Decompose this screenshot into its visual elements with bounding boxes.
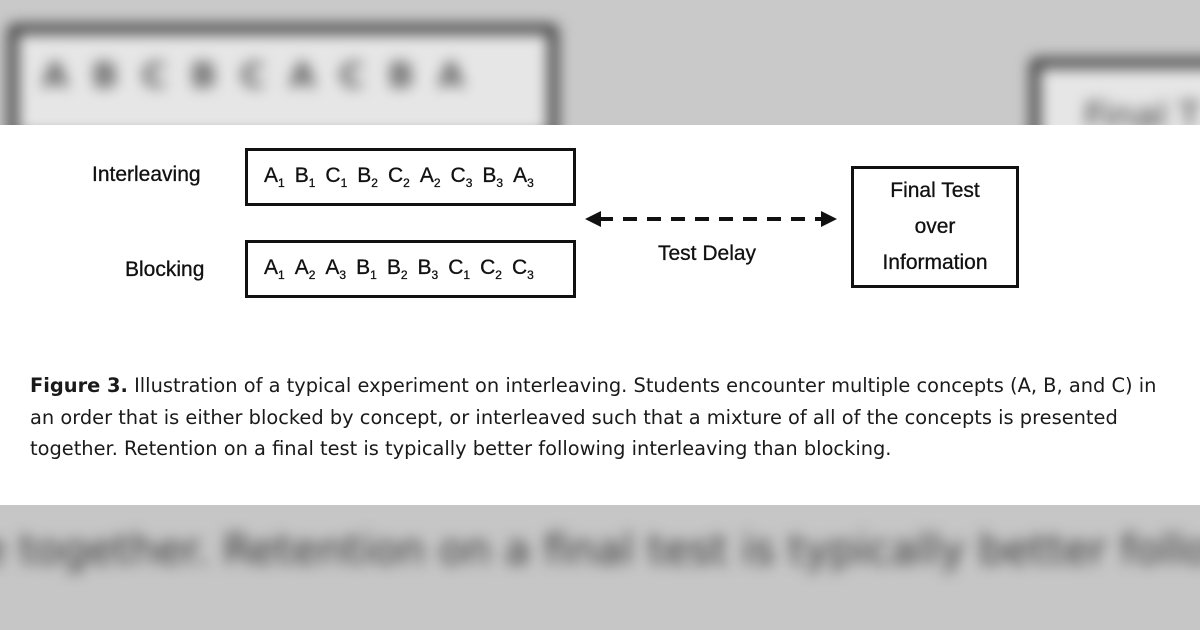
sequence-letter: A <box>419 163 434 187</box>
sequence-letter: B <box>294 163 309 187</box>
sequence-letter: B <box>357 163 372 187</box>
sequence-item: B1 <box>356 256 377 282</box>
sequence-index: 1 <box>278 176 285 191</box>
sequence-index: 2 <box>371 176 378 191</box>
sequence-letter: A <box>264 255 279 279</box>
sequence-index: 3 <box>339 268 347 283</box>
sequence-index: 1 <box>370 268 377 283</box>
blurred-final-box: Final T <box>1030 58 1200 125</box>
sequence-index: 3 <box>431 268 439 283</box>
sequence-letter: A <box>513 163 528 187</box>
sequence-index: 1 <box>278 268 285 283</box>
sequence-item: C3 <box>450 163 473 191</box>
arrow-head-left <box>585 211 601 227</box>
sequence-index: 1 <box>340 176 348 191</box>
sequence-item: C1 <box>448 256 470 282</box>
sequence-letter: B <box>482 163 497 187</box>
figure-caption: Figure 3. Illustration of a typical expe… <box>30 370 1160 465</box>
sequence-index: 3 <box>527 268 534 283</box>
blurred-final-text: Final T <box>1084 96 1200 125</box>
sequence-item: C2 <box>388 164 410 190</box>
sequence-letter: B <box>417 255 432 279</box>
sequence-item: B2 <box>357 164 378 190</box>
sequence-item: A3 <box>325 256 346 282</box>
sequence-index: 1 <box>463 268 471 283</box>
final-test-line-2: over <box>914 215 956 238</box>
sequence-index: 3 <box>496 176 504 191</box>
caption-text: Illustration of a typical experiment on … <box>30 374 1157 460</box>
sequence-index: 2 <box>433 176 441 191</box>
blurred-sequence-box: A B C B C A C B A <box>8 24 558 125</box>
sequence-index: 2 <box>495 268 502 283</box>
sequence-index: 2 <box>403 176 410 191</box>
blocking-label: Blocking <box>125 258 205 281</box>
sequence-item: A1 <box>264 256 285 282</box>
sequence-index: 3 <box>465 176 473 191</box>
sequence-index: 3 <box>527 176 534 191</box>
sequence-item: A1 <box>264 164 285 190</box>
sequence-index: 2 <box>400 268 408 283</box>
interleaving-label: Interleaving <box>92 163 201 186</box>
sequence-letter: A <box>294 255 309 279</box>
sequence-letter: C <box>387 163 404 187</box>
sequence-item: B3 <box>482 164 503 190</box>
sequence-item: B2 <box>387 256 408 282</box>
final-test-line-3: Information <box>882 251 988 274</box>
test-delay-arrow <box>585 211 837 227</box>
sequence-letter: C <box>448 255 464 279</box>
sequence-letter: B <box>356 255 371 279</box>
sequence-letter: C <box>511 255 528 279</box>
sequence-letter: C <box>325 163 341 187</box>
sequence-letter: C <box>450 163 466 187</box>
sequence-item: A2 <box>420 164 441 190</box>
sequence-letter: A <box>264 163 279 187</box>
sequence-index: 1 <box>308 176 316 191</box>
final-test-line-1: Final Test <box>890 179 980 202</box>
sequence-letter: C <box>480 255 496 279</box>
blurred-background-bottom: e together. Retention on a final test is… <box>0 505 1200 630</box>
final-test-box: Final Test over Information <box>851 166 1019 288</box>
blurred-caption-text: e together. Retention on a final test is… <box>0 525 1200 574</box>
test-delay-label: Test Delay <box>658 242 757 265</box>
blurred-sequence-text: A B C B C A C B A <box>42 56 471 96</box>
sequence-item: A2 <box>295 256 316 282</box>
sequence-item: B3 <box>417 255 439 283</box>
sequence-letter: A <box>325 255 340 279</box>
sequence-item: B1 <box>295 164 316 190</box>
sequence-letter: B <box>386 255 401 279</box>
sequence-item: C1 <box>325 164 347 190</box>
caption-label: Figure 3. <box>30 374 128 397</box>
sequence-item: C3 <box>512 256 534 282</box>
sequence-item: C2 <box>480 256 502 282</box>
sequence-item: A3 <box>513 164 534 190</box>
blurred-background-top: A B C B C A C B A Final T <box>0 0 1200 125</box>
sequence-index: 2 <box>308 268 316 283</box>
arrow-head-right <box>821 211 837 227</box>
